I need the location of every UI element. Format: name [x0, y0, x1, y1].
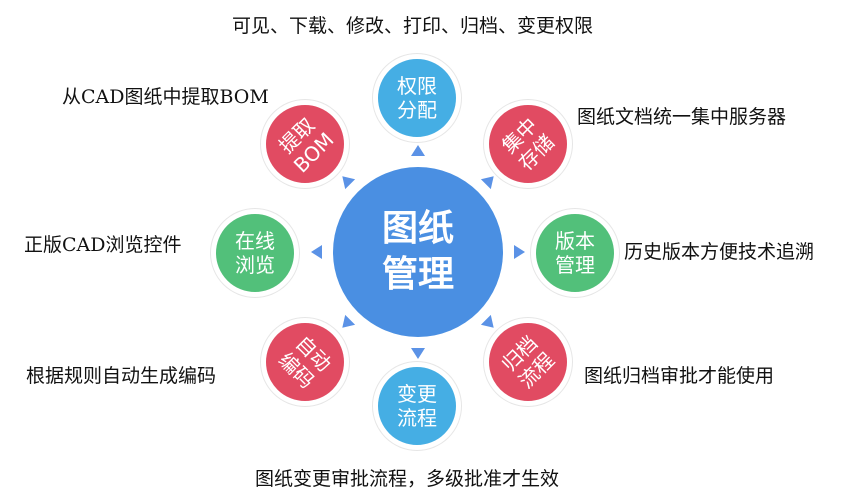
caption-change-flow: 图纸变更审批流程，多级批准才生效 — [255, 468, 560, 490]
node-central-storage[interactable]: 集中 存储 — [484, 100, 572, 188]
caption-online-browse: 正版CAD浏览控件 — [24, 234, 182, 256]
node-auto-encode[interactable]: 自动 编码 — [261, 318, 349, 406]
node-central-storage-label: 集中 存储 — [496, 112, 560, 176]
node-auto-encode-label: 自动 编码 — [273, 330, 337, 394]
node-version-management-label: 版本 管理 — [555, 229, 595, 277]
caption-version-management: 历史版本方便技术追溯 — [624, 241, 815, 263]
caption-auto-encode: 根据规则自动生成编码 — [26, 365, 217, 387]
center-node-drawing-management[interactable]: 图纸 管理 — [333, 167, 503, 337]
node-permission[interactable]: 权限 分配 — [373, 54, 461, 142]
arrow-online-browse — [311, 245, 322, 259]
node-permission-label: 权限 分配 — [397, 74, 437, 122]
arrow-auto-encode — [342, 314, 356, 328]
caption-archive-flow: 图纸归档审批才能使用 — [584, 365, 775, 387]
arrow-extract-bom — [342, 176, 356, 190]
node-archive-flow[interactable]: 归档 流程 — [484, 318, 572, 406]
node-archive-flow-label: 归档 流程 — [496, 330, 560, 394]
center-node-label: 图纸 管理 — [381, 208, 454, 295]
arrow-archive-flow — [480, 314, 494, 328]
node-online-browse-label: 在线 浏览 — [235, 229, 275, 277]
node-online-browse[interactable]: 在线 浏览 — [211, 209, 299, 297]
node-extract-bom[interactable]: 提取 BOM — [261, 100, 349, 188]
caption-extract-bom: 从CAD图纸中提取BOM — [62, 86, 269, 108]
node-change-flow-label: 变更 流程 — [397, 382, 437, 430]
arrow-central-storage — [480, 176, 494, 190]
caption-permission: 可见、下载、修改、打印、归档、变更权限 — [232, 15, 594, 37]
arrow-version-management — [514, 245, 525, 259]
arrow-change-flow — [411, 348, 425, 359]
node-version-management[interactable]: 版本 管理 — [531, 209, 619, 297]
node-extract-bom-label: 提取 BOM — [273, 112, 339, 178]
arrow-permission — [411, 145, 425, 156]
caption-central-storage: 图纸文档统一集中服务器 — [577, 106, 787, 128]
node-change-flow[interactable]: 变更 流程 — [373, 362, 461, 450]
